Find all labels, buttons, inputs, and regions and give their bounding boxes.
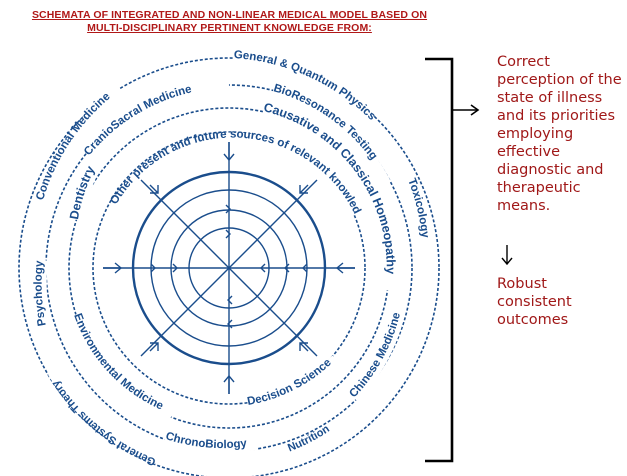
down-arrow-icon — [501, 245, 513, 266]
page-title: SCHEMATA OF INTEGRATED AND NON-LINEAR ME… — [12, 9, 447, 35]
conclusion-text: Correct perception of the state of illne… — [497, 54, 622, 214]
inward-arrows — [103, 142, 355, 394]
dashed-ring-outer — [18, 57, 440, 476]
label-psychology: Psychology — [33, 260, 49, 327]
label-chinese-medicine: Chinese Medicine — [347, 311, 403, 400]
title-line-2: MULTI-DISCIPLINARY PERTINENT KNOWLEDGE F… — [87, 22, 372, 34]
dashed-ring-fourth — [92, 131, 366, 405]
axis-diagonal-2 — [140, 179, 318, 357]
right-bracket — [425, 57, 480, 463]
outcome-text: Robust consistent outcomes — [497, 276, 572, 328]
label-environmental-medicine: Environmental Medicine — [71, 312, 165, 413]
curved-labels: Conventional Medicine General & Quantum … — [0, 0, 431, 468]
label-decision-science: Decision Science — [246, 357, 333, 408]
title-line-1: SCHEMATA OF INTEGRATED AND NON-LINEAR ME… — [31, 9, 428, 21]
label-toxicology: Toxicology — [405, 177, 431, 239]
label-chronobiology: ChronoBiology — [164, 430, 248, 451]
label-dentistry: Dentistry — [67, 164, 98, 221]
